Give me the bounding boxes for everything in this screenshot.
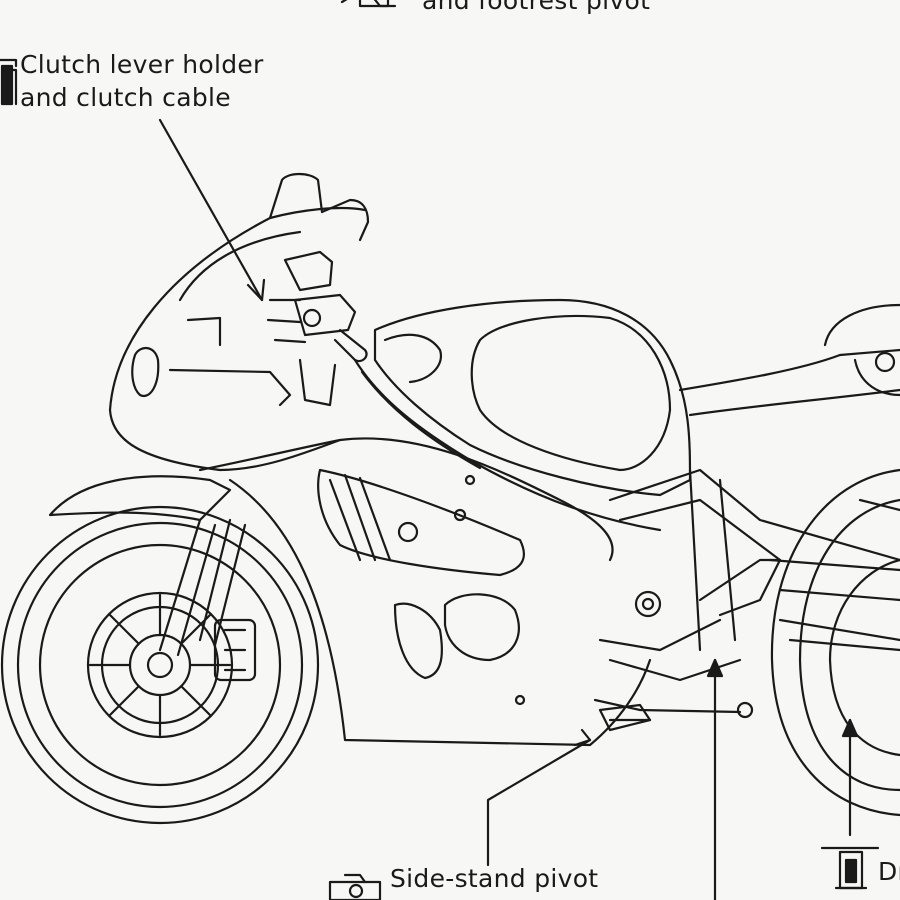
- frame-engine: [593, 468, 900, 719]
- rear-wheel: [770, 468, 900, 817]
- front-fender: [48, 475, 232, 522]
- label-drive-chain: Dr: [878, 857, 900, 886]
- clutch-leader: [158, 118, 264, 302]
- front-wheel: [0, 505, 320, 825]
- front-fairing: [108, 172, 370, 472]
- lower-fairing: [198, 437, 652, 747]
- side-stand: [598, 703, 652, 732]
- oil-can-icon-drive: [820, 846, 880, 890]
- oil-can-icon-top: [340, 0, 397, 8]
- fuel-tank: [373, 298, 692, 497]
- label-footrest-pivot: and footrest pivot: [422, 0, 651, 15]
- label-side-stand-pivot: Side-stand pivot: [390, 864, 599, 893]
- front-fork: [158, 518, 247, 657]
- oil-can-icon: [0, 58, 18, 106]
- sidestand-leader: [486, 738, 592, 867]
- grease-icon-a: [328, 873, 382, 900]
- label-clutch-lever-holder: Clutch lever holder and clutch cable: [20, 50, 264, 112]
- handlebar-clutch-assembly: [266, 250, 662, 532]
- seat-tail: [678, 303, 900, 417]
